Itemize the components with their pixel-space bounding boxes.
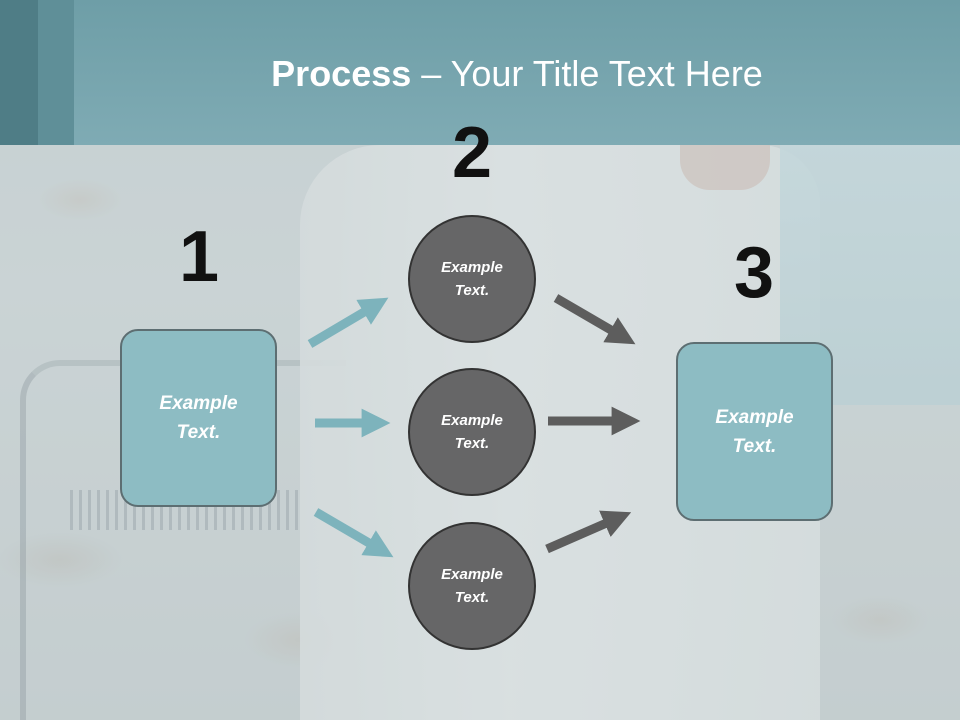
arrow-circle3-to-box3 bbox=[545, 510, 632, 554]
step-2-circle-1: Example Text. bbox=[408, 215, 536, 343]
step-number-1: 1 bbox=[178, 217, 220, 297]
step-3-box: Example Text. bbox=[676, 342, 833, 521]
slide-title-rest: – Your Title Text Here bbox=[411, 53, 763, 94]
header-accent-mid bbox=[38, 0, 74, 145]
step-2-circle-3: Example Text. bbox=[408, 522, 536, 650]
step-1-box: Example Text. bbox=[120, 329, 277, 507]
header-accent-dark bbox=[0, 0, 38, 145]
title-bar: Process – Your Title Text Here bbox=[0, 0, 960, 145]
arrow-circle1-to-box3 bbox=[553, 294, 636, 345]
background-hand bbox=[680, 145, 770, 190]
arrow-box1-to-circle1 bbox=[307, 297, 389, 348]
slide-title: Process – Your Title Text Here bbox=[74, 52, 960, 96]
step-2-circle-2: Example Text. bbox=[408, 368, 536, 496]
step-number-3: 3 bbox=[733, 233, 775, 313]
slide-title-bold: Process bbox=[271, 53, 412, 94]
arrow-box1-to-circle3 bbox=[313, 508, 394, 558]
step-number-2: 2 bbox=[451, 113, 493, 193]
